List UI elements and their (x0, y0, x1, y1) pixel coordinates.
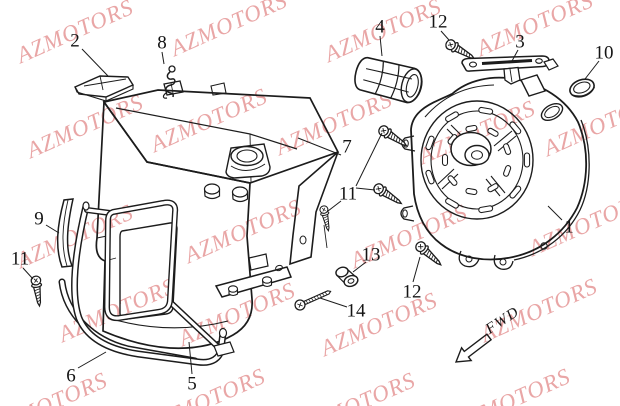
part-label-10: 10 (595, 43, 614, 64)
leader-line (188, 341, 193, 375)
part-label-11: 11 (339, 184, 357, 205)
part-label-6: 6 (66, 366, 76, 387)
part-label-14: 14 (347, 301, 367, 322)
seal-strip-drawing (56, 198, 74, 268)
fwd-label: FWD (482, 304, 523, 338)
grille-slats-drawing (425, 106, 531, 214)
part-label-12: 12 (403, 282, 422, 303)
lower-rail-drawing (214, 264, 293, 298)
leader-line (379, 35, 383, 57)
gasket-edge-drawing (513, 119, 590, 261)
screw-11-lower-drawing (371, 181, 405, 209)
leader-line (355, 132, 383, 187)
top-bracket-drawing (461, 55, 559, 85)
tube-frame-drawing (58, 201, 235, 366)
fwd-marker: FWD (454, 304, 523, 363)
part-label-2: 2 (70, 31, 80, 52)
shroud-assembly-drawing (95, 80, 340, 350)
wire-clip-drawing (162, 65, 176, 99)
filler-neck-drawing (225, 143, 271, 179)
rear-panel-drawing (289, 151, 339, 266)
plate-drawing (74, 75, 135, 102)
grille-ring-drawing (420, 100, 534, 220)
shroud-body-drawing (95, 99, 253, 350)
leader-line (22, 267, 34, 280)
fan-cover-drawing (400, 74, 590, 270)
air-duct-drawing (354, 56, 423, 104)
cover-strut-drawing (520, 74, 546, 97)
leader-line (355, 187, 376, 191)
part-label-7: 7 (342, 137, 352, 158)
leader-line (440, 30, 450, 41)
leader-line (511, 49, 519, 62)
leader-line (412, 256, 421, 283)
leader-line (352, 261, 367, 273)
frame-foot-drawing (213, 341, 235, 357)
leader-line (161, 51, 165, 65)
hub-boss-drawing (450, 131, 492, 167)
screw-11-left-drawing (29, 274, 46, 308)
part-label-8: 8 (157, 33, 167, 54)
rubber-cap-drawing (569, 78, 596, 98)
leader-line (45, 224, 60, 234)
bolt-14-drawing (294, 290, 332, 311)
part-label-1: 1 (564, 217, 574, 238)
leader-line (77, 351, 107, 369)
leader-line (547, 205, 563, 221)
oval-vent-drawing (540, 102, 564, 122)
leader-line (319, 297, 348, 308)
part-label-4: 4 (375, 17, 385, 38)
part-label-3: 3 (515, 32, 525, 53)
leader-line (584, 60, 600, 80)
leader-line (327, 200, 342, 212)
shroud-lid-drawing (102, 89, 340, 184)
grommet-bosses-drawing (203, 183, 249, 203)
part-label-11: 11 (11, 249, 29, 270)
clamp-13-drawing (335, 266, 359, 288)
fwd-arrow-icon (454, 333, 493, 363)
part-label-12: 12 (429, 12, 448, 33)
part-label-5: 5 (187, 374, 197, 395)
screw-11-small-tail (323, 224, 328, 249)
front-hoop-drawing (104, 199, 179, 322)
leader-line (81, 48, 109, 77)
leader-line (297, 137, 342, 156)
part-label-13: 13 (362, 245, 381, 266)
part-label-9: 9 (34, 209, 44, 230)
